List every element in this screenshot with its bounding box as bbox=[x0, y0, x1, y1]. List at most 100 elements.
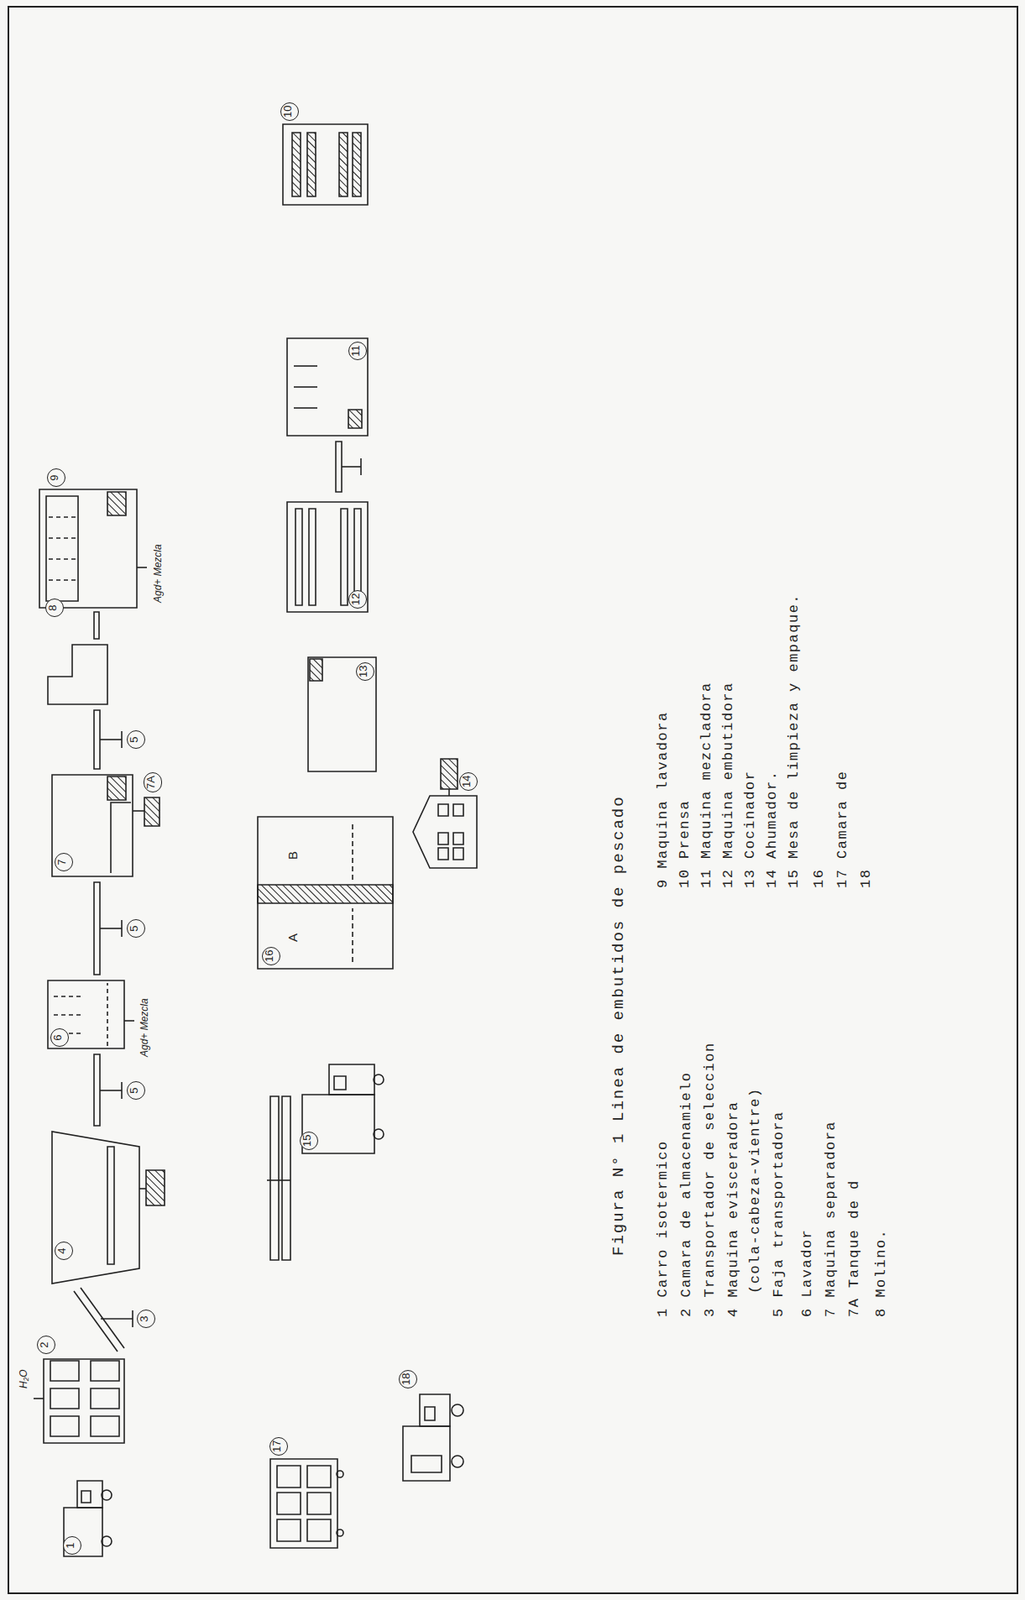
callout-number-holder: 7A bbox=[142, 772, 163, 793]
figure-number-holder: Figura N° 1 bbox=[609, 1132, 628, 1256]
annotation-holder: Agd+ Mezcla bbox=[135, 996, 152, 1059]
legend-entry: 3 Transportador de seleccion bbox=[701, 1041, 718, 1318]
equipment-node: 14 bbox=[411, 794, 479, 870]
callout-number: 1 bbox=[62, 1536, 82, 1555]
equipment-node: 18 bbox=[394, 1390, 471, 1483]
legend-entry: 11 Maquina mezcladora bbox=[698, 681, 715, 889]
callout-number-holder: 5 bbox=[125, 1081, 146, 1100]
annotation: A bbox=[285, 931, 300, 944]
callout-number: 13 bbox=[355, 662, 375, 681]
legend-entry-holder: (cola-cabeza-vientre) bbox=[747, 1087, 764, 1294]
separator-machine bbox=[52, 774, 160, 877]
callout-number: 12 bbox=[348, 590, 367, 609]
equipment-node: 4 bbox=[50, 1129, 143, 1286]
callout-number: 5 bbox=[126, 730, 146, 749]
equipment-node: 11 bbox=[285, 336, 370, 438]
legend-entry-holder: 15 Mesa de limpieza y empaque. bbox=[785, 593, 802, 889]
delivery-truck bbox=[402, 1394, 464, 1481]
legend-entry: 7 Maquina separadora bbox=[822, 1120, 839, 1318]
annotation-holder: H₂O bbox=[15, 1367, 31, 1391]
callout-number: 11 bbox=[348, 341, 367, 361]
callout-number: 7A bbox=[143, 772, 163, 793]
legend-entry: 12 Maquina embutidora bbox=[720, 681, 737, 889]
legend-entry-holder: 6 Lavador bbox=[799, 1228, 816, 1318]
callout-number: 5 bbox=[126, 1081, 146, 1100]
equipment-node: 2 bbox=[37, 1356, 126, 1445]
legend-entry-holder: 2 Camara de almacenamielo bbox=[678, 1071, 695, 1318]
selection-conveyor bbox=[73, 1287, 133, 1352]
legend-entry-holder: 13 Cocinador bbox=[742, 770, 759, 889]
legend-entry-holder: 1 Carro isotermico bbox=[654, 1140, 671, 1318]
legend-entry: 5 Faja transportadora bbox=[770, 1110, 787, 1318]
smokehouse bbox=[413, 758, 477, 869]
annotation: H₂O bbox=[17, 1367, 30, 1391]
legend-entry-holder: 3 Transportador de seleccion bbox=[701, 1041, 718, 1318]
legend-entry: 4 Maquina evisceradora bbox=[725, 1101, 742, 1318]
callout-number: 17 bbox=[269, 1437, 288, 1456]
equipment-node: 7 bbox=[50, 773, 135, 879]
callout-number: 16 bbox=[261, 946, 281, 966]
equipment-node: 9 bbox=[37, 487, 139, 610]
callout-number: 7 bbox=[54, 852, 74, 872]
callout-number: 5 bbox=[126, 919, 146, 938]
transport-vehicle bbox=[266, 1064, 384, 1261]
callout-number-holder: 5 bbox=[125, 919, 146, 938]
legend-entry: 6 Lavador bbox=[799, 1228, 816, 1318]
legend-entry-holder: 4 Maquina evisceradora bbox=[725, 1101, 742, 1318]
legend-entry-holder: 16 bbox=[810, 868, 827, 889]
legend-entry-holder: 18 bbox=[857, 868, 874, 889]
annotation-holder: A bbox=[285, 931, 301, 944]
callout-number: 9 bbox=[47, 468, 66, 487]
legend-entry: 9 Maquina lavadora bbox=[654, 711, 671, 889]
legend-entry: 2 Camara de almacenamielo bbox=[678, 1071, 695, 1318]
legend-entry: 17 Camara de bbox=[834, 770, 851, 889]
cooker bbox=[308, 657, 377, 772]
legend-entry-holder: 10 Prensa bbox=[676, 800, 693, 889]
equipment-node: 8 bbox=[46, 643, 110, 706]
figure-title-holder: Linea de embutidos de pescado bbox=[609, 794, 628, 1122]
callout-number-holder: 5 bbox=[125, 730, 146, 749]
legend-entry: (cola-cabeza-vientre) bbox=[747, 1087, 764, 1294]
callout-number: 8 bbox=[45, 598, 64, 618]
equipment-node: 10 bbox=[281, 122, 370, 207]
belt-conveyor bbox=[94, 441, 361, 1126]
annotation: Agd+ Mezcla bbox=[138, 996, 151, 1059]
page-frame bbox=[8, 6, 1018, 1594]
equipment-node: 1 bbox=[58, 1478, 114, 1559]
callout-number: 3 bbox=[136, 1309, 156, 1329]
isothermal-truck bbox=[63, 1480, 112, 1557]
callout-number: 4 bbox=[54, 1241, 74, 1261]
equipment-node: 15 bbox=[293, 1062, 387, 1156]
legend-entry-holder: 17 Camara de bbox=[834, 770, 851, 889]
legend-entry: 16 bbox=[810, 868, 827, 889]
legend-entry: 10 Prensa bbox=[676, 800, 693, 889]
press bbox=[282, 124, 368, 205]
annotation-holder: Agd+ Mezcla bbox=[149, 542, 165, 605]
callout-number: 18 bbox=[398, 1370, 418, 1389]
washer-tank bbox=[47, 980, 135, 1049]
annotation: B bbox=[285, 849, 300, 862]
mill bbox=[47, 644, 108, 705]
washing-machine bbox=[39, 489, 147, 608]
figure-number: Figura N° 1 bbox=[609, 1132, 628, 1256]
legend-entry: 14 Ahumador. bbox=[763, 770, 780, 889]
stuffing-machine bbox=[287, 502, 368, 612]
legend-entry: 13 Cocinador bbox=[742, 770, 759, 889]
callout-number: 14 bbox=[459, 772, 478, 791]
equipment-node: 12 bbox=[285, 500, 370, 614]
legend-entry-holder: 9 Maquina lavadora bbox=[654, 711, 671, 889]
legend-entry: 7A Tanque de d bbox=[846, 1179, 863, 1318]
equipment-node: 16 bbox=[256, 815, 395, 971]
callout-number: 15 bbox=[299, 1131, 319, 1151]
annotation: Agd+ Mezcla bbox=[151, 542, 164, 605]
callout-number: 10 bbox=[280, 102, 299, 121]
legend-entry-holder: 5 Faja transportadora bbox=[770, 1110, 787, 1318]
eviscerating-machine bbox=[52, 1131, 165, 1284]
equipment-node: 6 bbox=[46, 978, 126, 1051]
legend-entry-holder: 11 Maquina mezcladora bbox=[698, 681, 715, 889]
equipment-node: 13 bbox=[306, 655, 378, 774]
legend-entry: 8 Molino. bbox=[873, 1228, 890, 1318]
